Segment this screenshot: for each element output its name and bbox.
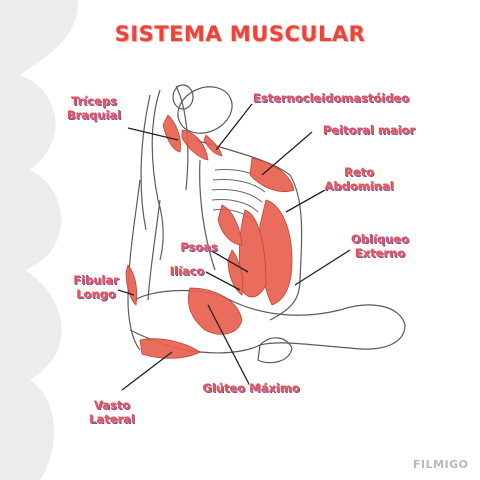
obliquo-muscle: [238, 209, 267, 298]
background-wave-shape: [0, 0, 79, 480]
page-title: SISTEMA MUSCULAR: [114, 22, 366, 46]
watermark: FILMIGO: [413, 458, 469, 471]
label-psoas: Psoas: [180, 240, 218, 254]
psoas-muscle: [227, 249, 244, 296]
triceps-muscle: [162, 114, 181, 153]
label-esternocleidomastoideo: Esternocleidomastóideo: [252, 91, 410, 105]
gluteo-muscle: [188, 287, 243, 335]
label-fibular-longo: Fibular Longo: [73, 273, 119, 301]
label-triceps: Tríceps Braquial: [66, 94, 122, 122]
serratus-muscle: [217, 204, 243, 246]
leader-lines: [117, 103, 351, 391]
vasto-muscle: [139, 338, 201, 359]
shoulder-muscle: [181, 129, 209, 161]
label-obliquo-externo: Oblíqueo Externo: [350, 232, 409, 260]
peitoral-muscle: [249, 157, 295, 192]
esterno-muscle: [203, 134, 223, 157]
label-reto-abdominal: Reto Abdominal: [324, 165, 394, 193]
label-gluteo-maximo: Glúteo Máximo: [202, 381, 300, 395]
label-vasto-lateral: Vasto Lateral: [89, 398, 135, 426]
label-peitoral: Peitoral maior: [322, 123, 416, 137]
label-iliaco: Ilíaco: [169, 264, 205, 278]
muscles: [125, 114, 295, 359]
fibular-muscle: [125, 264, 138, 306]
